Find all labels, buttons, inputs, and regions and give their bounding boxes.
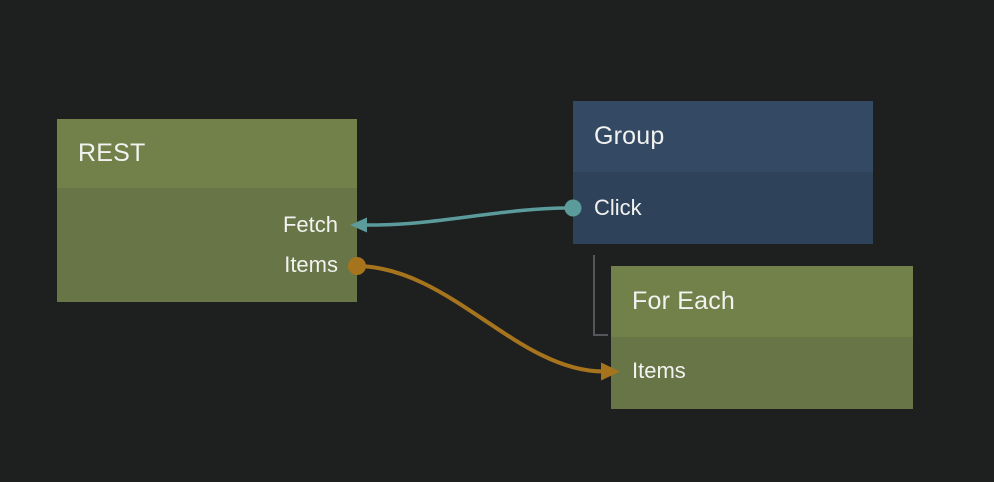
port-foreach-items-label: Items <box>632 358 686 383</box>
node-foreach[interactable]: For Each Items <box>611 266 913 409</box>
wire-click-to-fetch[interactable] <box>365 206 574 227</box>
port-group-click-label: Click <box>594 195 642 220</box>
node-foreach-title: For Each <box>632 287 736 315</box>
node-group-header[interactable]: Group <box>573 101 873 172</box>
port-rest-items-label: Items <box>284 252 338 277</box>
node-rest-title: REST <box>78 139 146 167</box>
port-rest-fetch-label: Fetch <box>282 212 338 237</box>
port-rest-fetch[interactable]: Fetch <box>57 205 357 245</box>
group-containment-line <box>593 255 608 336</box>
node-rest[interactable]: REST Fetch Items <box>57 119 357 302</box>
node-rest-header[interactable]: REST <box>57 119 357 188</box>
port-group-click[interactable]: Click <box>573 188 873 228</box>
port-foreach-items[interactable]: Items <box>611 351 913 391</box>
node-group-title: Group <box>594 122 665 150</box>
port-rest-items[interactable]: Items <box>57 245 357 285</box>
node-group[interactable]: Group Click <box>573 101 873 244</box>
node-foreach-body: Items <box>611 337 913 409</box>
node-rest-body: Fetch Items <box>57 188 357 302</box>
node-group-body: Click <box>573 172 873 244</box>
node-foreach-header[interactable]: For Each <box>611 266 913 337</box>
wire-items-to-items[interactable] <box>356 264 604 374</box>
